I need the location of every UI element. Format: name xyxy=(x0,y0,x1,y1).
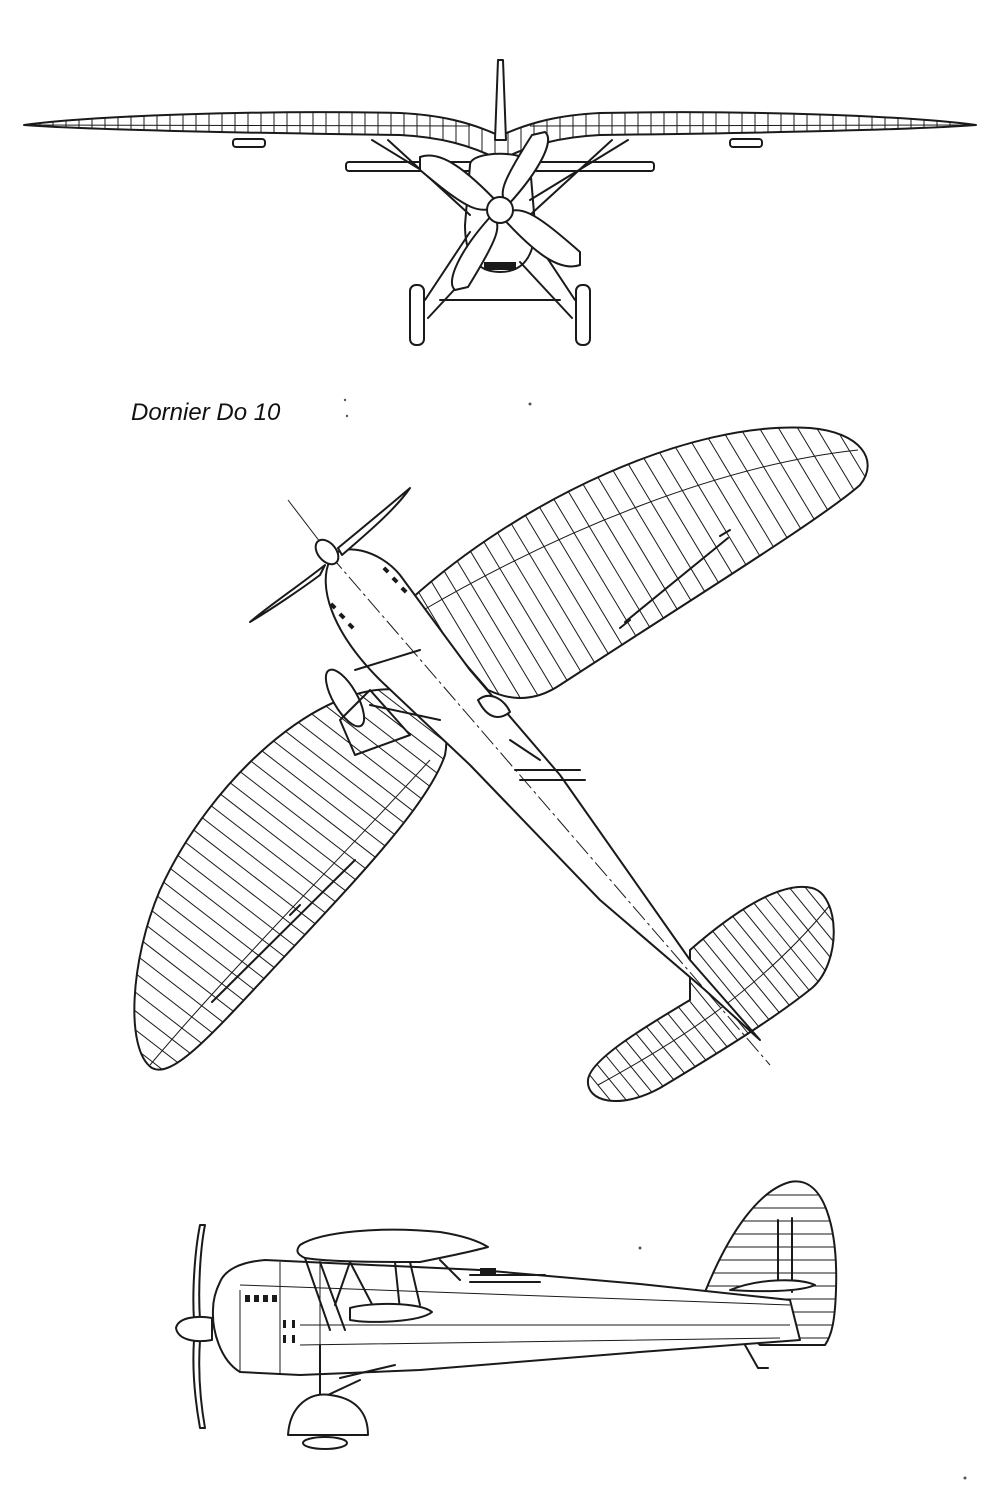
rib-line xyxy=(134,886,366,1070)
side-view-fuselage-panels xyxy=(239,1262,791,1378)
side-view-fuselage xyxy=(211,1259,801,1376)
plan-view-propeller-blade-left xyxy=(249,564,326,623)
side-view-wheel xyxy=(302,1436,348,1450)
plan-view-right-wing xyxy=(409,426,869,699)
rib-line xyxy=(718,886,834,1022)
rib-line xyxy=(708,886,834,1030)
plan-view-machine-guns xyxy=(509,739,586,781)
rib-line xyxy=(134,828,414,1070)
rib-line xyxy=(587,984,681,1102)
side-view-gun-mount xyxy=(480,1268,496,1276)
plan-view-fuselage xyxy=(324,548,761,1041)
left-wheel xyxy=(409,284,425,346)
drawing-title: Dornier Do 10 xyxy=(131,399,281,426)
plan-view-left-wing xyxy=(133,688,448,1071)
scan-specks xyxy=(343,398,967,1480)
rib-line xyxy=(134,805,433,1070)
rib-line xyxy=(719,427,868,636)
plan-view-centerline xyxy=(329,554,771,1066)
rib-line xyxy=(587,944,728,1102)
plan-view-wheel xyxy=(324,668,366,728)
side-view-strut-fairing xyxy=(349,1302,433,1323)
rib-line xyxy=(587,960,709,1102)
plan-view-drawing xyxy=(133,426,869,1102)
rib-line xyxy=(587,952,719,1102)
rib-line xyxy=(689,886,834,1046)
rib-line xyxy=(587,976,690,1102)
plan-view-right-wing-spar xyxy=(419,449,859,613)
side-view-propeller-lower xyxy=(192,1339,206,1429)
side-view-propeller-upper xyxy=(192,1224,206,1321)
plan-view-cockpit xyxy=(477,694,511,718)
front-view-fin xyxy=(494,59,507,141)
left-aileron-hinge xyxy=(232,138,266,148)
rib-line xyxy=(677,427,868,661)
plan-view-right-aileron-ends xyxy=(619,529,731,629)
rib-line xyxy=(162,689,447,940)
plan-view-struts xyxy=(339,649,441,756)
side-view-wheel-fairing xyxy=(287,1393,369,1436)
side-view-spinner xyxy=(175,1315,213,1343)
rib-line xyxy=(410,455,597,699)
rib-line xyxy=(134,817,423,1070)
rib-line xyxy=(181,689,447,917)
front-view-radiator xyxy=(484,262,516,270)
rib-line xyxy=(705,427,868,644)
rib-line xyxy=(134,840,404,1070)
plan-view-left-wing-spar xyxy=(149,759,431,1066)
rib-line xyxy=(761,427,868,610)
propeller-spinner xyxy=(486,196,514,224)
plan-view-tail-spar xyxy=(597,904,831,1086)
rib-line xyxy=(200,689,447,894)
side-view-exhaust-ports xyxy=(245,1295,295,1343)
side-view-drawing xyxy=(175,1180,838,1450)
rib-line xyxy=(134,794,442,1070)
rib-line xyxy=(691,427,868,653)
rib-line xyxy=(699,886,834,1038)
rib-line xyxy=(134,863,385,1070)
rib-line xyxy=(747,427,868,619)
rib-line xyxy=(143,689,447,963)
right-wheel xyxy=(575,284,591,346)
plan-view-left-aileron xyxy=(211,859,356,1003)
side-view-tailskid xyxy=(744,1344,769,1369)
rib-line xyxy=(172,689,447,928)
rib-line xyxy=(727,886,834,1014)
rib-line xyxy=(134,874,376,1070)
side-view-wing xyxy=(296,1228,489,1263)
rib-line xyxy=(733,427,868,627)
front-view-drawing xyxy=(23,59,977,346)
right-aileron-hinge xyxy=(729,138,763,148)
plan-view-propeller-blade-right xyxy=(337,487,411,556)
side-view-tailplane xyxy=(729,1279,816,1293)
rib-line xyxy=(134,851,395,1070)
plan-view-exhaust-stubs xyxy=(329,566,408,630)
rib-line xyxy=(191,689,447,905)
plan-view-spinner xyxy=(314,538,340,566)
rib-line xyxy=(587,936,738,1102)
side-view-wing-struts xyxy=(304,1257,461,1331)
rib-line xyxy=(410,447,611,699)
plan-view-right-aileron xyxy=(624,537,729,623)
rib-line xyxy=(153,689,447,951)
